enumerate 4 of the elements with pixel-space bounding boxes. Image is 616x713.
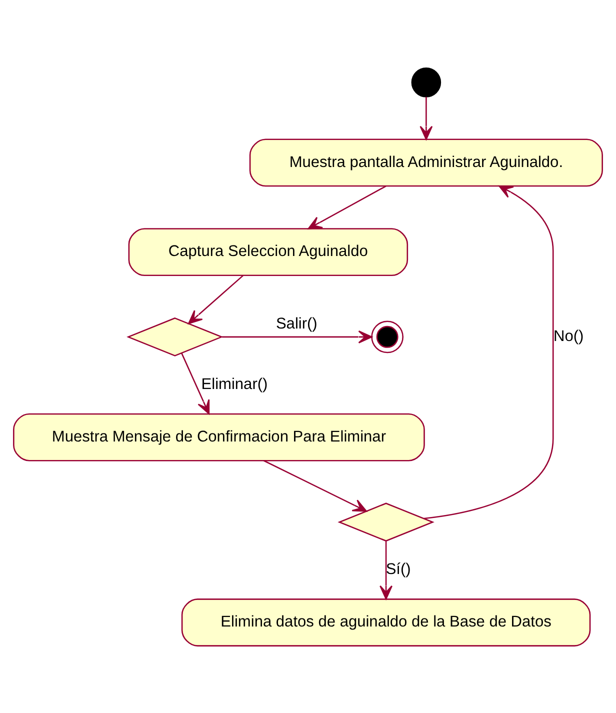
edge-label: No() (554, 327, 584, 344)
edge-label: Salir() (276, 315, 318, 332)
edge-label: Eliminar() (201, 375, 268, 392)
edge-label: Sí() (386, 560, 411, 578)
